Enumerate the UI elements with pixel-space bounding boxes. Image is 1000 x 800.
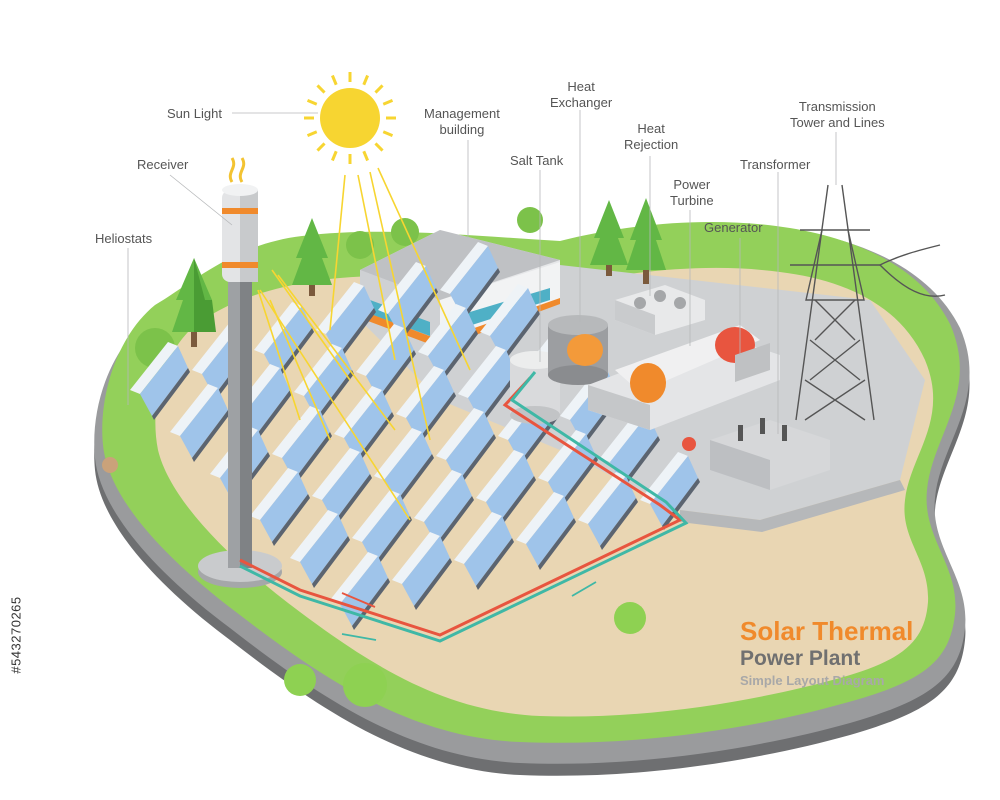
- tree-right-2: [626, 198, 666, 284]
- heliostat-mirror: [250, 468, 310, 546]
- label-receiver: Receiver: [137, 157, 189, 172]
- heliostat-mirror: [476, 450, 536, 528]
- leader-lines: [127, 110, 837, 434]
- sun-ray: [316, 142, 326, 152]
- heliostat-mirror: [440, 242, 500, 320]
- heat-exchanger: [548, 315, 608, 385]
- transmission-tower: [790, 184, 946, 421]
- bush-8: [102, 457, 118, 473]
- heliostat-mirror: [538, 430, 598, 508]
- generator: [735, 343, 770, 382]
- side-code-text: #543270265: [8, 596, 24, 674]
- sun-ray: [331, 150, 338, 162]
- title-line-1: Solar Thermal: [740, 616, 914, 646]
- heliostat-mirror: [578, 472, 638, 550]
- heliostat-mirror: [418, 304, 478, 382]
- label-transmission: Transmission Tower and Lines: [790, 99, 885, 130]
- sun-ray: [374, 84, 384, 94]
- sun-ray: [374, 142, 384, 152]
- heliostat-mirror: [290, 510, 350, 588]
- transformer: [682, 418, 830, 490]
- heliostat-mirror: [454, 512, 514, 590]
- heliostat-mirror: [272, 406, 332, 484]
- sun-rays: [257, 167, 471, 521]
- heat-rejection-units: [615, 285, 705, 335]
- sun-ray: [382, 99, 394, 106]
- sun-ray: [306, 130, 318, 137]
- hot-salt-pipe: [239, 376, 683, 637]
- heliostat-mirror: [480, 284, 540, 362]
- bush-5: [284, 664, 316, 696]
- heliostat-mirror: [374, 428, 434, 506]
- tree-center: [292, 218, 332, 296]
- heliostat-mirror: [312, 448, 372, 526]
- label-heat-exchanger: Heat Exchanger: [550, 79, 613, 110]
- label-heliostats: Heliostats: [95, 231, 153, 246]
- title-line-2: Power Plant: [740, 647, 861, 670]
- heliostat-mirror: [392, 532, 452, 610]
- label-salt-tank: Salt Tank: [510, 153, 564, 168]
- bush-2: [346, 231, 374, 259]
- sun-ray: [331, 74, 338, 86]
- trees: [102, 198, 666, 707]
- heliostat-mirror: [378, 262, 438, 340]
- side-code: #543270265: [6, 560, 26, 710]
- heliostat-mirror: [356, 324, 416, 402]
- bush-3: [391, 218, 419, 246]
- heliostat-mirror: [436, 408, 496, 486]
- bush-6: [343, 663, 387, 707]
- bush-4: [517, 207, 543, 233]
- tree-right-1: [590, 200, 628, 276]
- label-management-building: Management building: [424, 106, 500, 137]
- sun-ray: [316, 84, 326, 94]
- tree-left-tall: [172, 258, 216, 347]
- heliostat-mirror: [352, 490, 412, 568]
- title-block: Solar Thermal Power Plant Simple Layout …: [740, 616, 913, 690]
- receiver-tower: [198, 157, 282, 588]
- heliostat-mirror: [316, 282, 376, 360]
- title-line-3: Simple Layout Diagram: [740, 673, 885, 688]
- flow-arrows: [341, 581, 597, 641]
- heliostat-mirror: [414, 470, 474, 548]
- sun-ray: [362, 74, 369, 86]
- heliostat-mirror: [170, 384, 230, 462]
- sun-ray: [306, 99, 318, 106]
- sun-ray: [382, 130, 394, 137]
- label-sun-light: Sun Light: [167, 106, 222, 121]
- label-heat-rejection: Heat Rejection: [624, 121, 679, 152]
- sun-icon: [304, 72, 396, 164]
- heliostat-mirror: [458, 346, 518, 424]
- heliostat-mirror: [516, 492, 576, 570]
- label-generator: Generator: [704, 220, 763, 235]
- label-power-turbine: Power Turbine: [670, 177, 714, 208]
- label-transformer: Transformer: [740, 157, 811, 172]
- cold-salt-pipe: [239, 371, 689, 643]
- sun-ray: [362, 150, 369, 162]
- heliostat-mirror: [130, 342, 190, 420]
- bush-7: [614, 602, 646, 634]
